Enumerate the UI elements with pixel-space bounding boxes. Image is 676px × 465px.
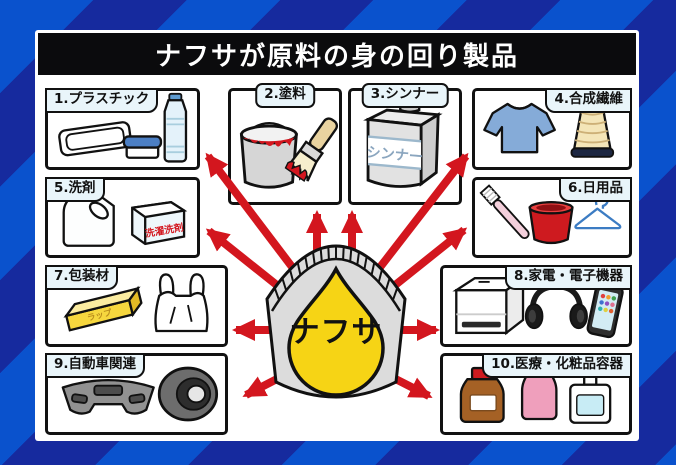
food-tray-icon — [58, 121, 133, 157]
category-label-thinner: 3.シンナー — [361, 83, 449, 108]
category-box-paint: 2.塗料 — [228, 83, 342, 205]
category-label-automotive: 9.自動車関連 — [45, 353, 146, 378]
smartphone-icon — [586, 282, 624, 339]
title-bar: ナフサが原料の身の回り製品 — [38, 33, 636, 75]
detergent-illustration: 洗濯洗剤 — [62, 185, 188, 247]
category-box-daily-goods: 6.日用品 — [472, 177, 632, 258]
electronics-illustration — [452, 275, 624, 339]
category-label-synthetic-fibers: 4.合成繊維 — [545, 88, 632, 113]
car-bumper-icon — [61, 378, 155, 415]
category-box-plastics: 1.プラスチック — [45, 88, 200, 170]
bucket-icon — [528, 201, 574, 245]
wrap-box-icon: ラップ — [63, 285, 143, 332]
page-title: ナフサが原料の身の回り製品 — [154, 41, 519, 72]
category-label-medical-cosmetic-containers: 10.医療・化粧品容器 — [482, 353, 632, 378]
category-box-thinner: 3.シンナー シンナー — [348, 83, 462, 205]
headphones-icon — [524, 283, 588, 330]
plastic-container-icon — [122, 135, 163, 159]
category-label-electronics: 8.家電・電子機器 — [504, 265, 632, 290]
detergent-box-icon: 洗濯洗剤 — [131, 201, 188, 246]
category-box-automotive: 9.自動車関連 — [45, 353, 228, 435]
category-box-synthetic-fibers: 4.合成繊維 — [472, 88, 632, 170]
plastic-bottle-icon — [163, 92, 188, 163]
daily-goods-illustration — [479, 184, 622, 245]
packaging-illustration: ラップ — [63, 273, 209, 333]
toothbrush-icon — [479, 184, 530, 240]
category-label-packaging: 7.包装材 — [45, 265, 119, 290]
thinner-can-icon: シンナー — [363, 97, 443, 188]
paint-can-icon — [239, 122, 298, 189]
category-label-paint: 2.塗料 — [255, 83, 315, 108]
plastic-bag-icon — [154, 273, 209, 333]
category-box-electronics: 8.家電・電子機器 — [440, 265, 632, 347]
category-label-daily-goods: 6.日用品 — [558, 177, 632, 202]
category-label-plastics: 1.プラスチック — [45, 88, 159, 113]
paint-illustration — [239, 117, 339, 189]
thinner-illustration: シンナー — [363, 97, 443, 188]
category-box-medical-cosmetic-containers: 10.医療・化粧品容器 — [440, 353, 632, 435]
plastics-illustration — [58, 92, 188, 163]
automotive-illustration — [61, 366, 219, 422]
category-box-detergent: 5.洗剤 洗濯洗剤 — [45, 177, 200, 258]
tshirt-icon — [483, 102, 556, 154]
category-label-detergent: 5.洗剤 — [45, 177, 105, 202]
category-box-packaging: 7.包装材 ラップ — [45, 265, 228, 347]
tire-icon — [157, 366, 219, 422]
